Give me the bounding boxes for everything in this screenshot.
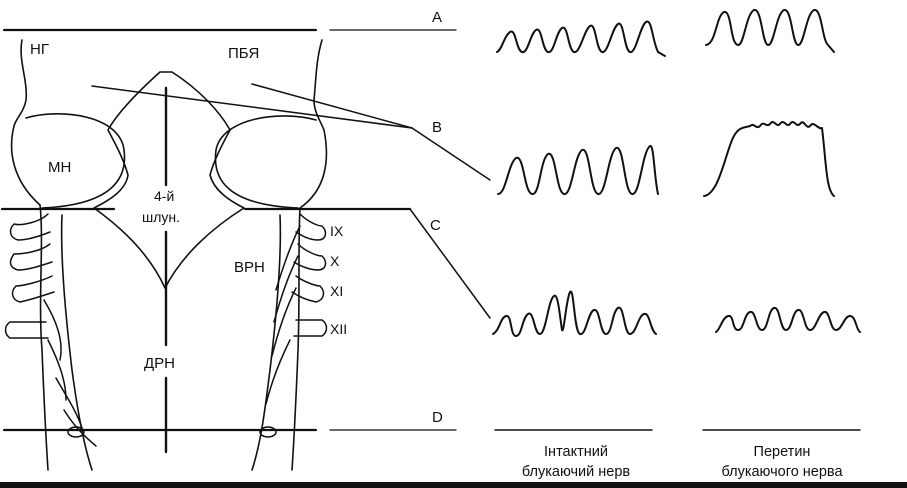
leader-c-to-trace <box>409 208 491 319</box>
label-mn: МН <box>48 159 71 176</box>
level-d-label: D <box>432 409 443 426</box>
right-lobe <box>214 115 317 209</box>
right-ganglion <box>259 426 277 438</box>
left-rootlet-3 <box>55 377 83 429</box>
label-vrn: ВРН <box>234 259 265 276</box>
label-drn: ДРН <box>144 355 175 372</box>
right-rootlet-2 <box>273 255 299 323</box>
leader-lines <box>91 83 491 319</box>
structure-labels: НГ ПБЯ МН 4-й шлун. ВРН ДРН <box>30 41 265 372</box>
right-rootlet-4 <box>265 339 291 405</box>
left-root-ix <box>9 213 51 241</box>
trace-c-intact <box>492 290 657 337</box>
brainstem-outline <box>10 39 328 471</box>
right-nerve-roots <box>259 213 328 438</box>
left-root-x <box>9 243 53 271</box>
inner-left-contour <box>60 214 93 471</box>
nerve-xii-label: XII <box>330 321 347 337</box>
nerve-x-label: X <box>330 253 340 269</box>
right-rootlet-3 <box>271 287 297 357</box>
right-contour <box>291 39 328 471</box>
label-pbya: ПБЯ <box>228 45 259 62</box>
level-lines <box>0 28 861 432</box>
leader-b-to-trace <box>411 127 491 181</box>
trace-a-intact <box>496 20 666 57</box>
left-root-xii <box>4 321 49 339</box>
leader-b-right <box>251 83 413 129</box>
right-rootlet-1 <box>275 225 301 291</box>
right-root-x <box>293 243 327 271</box>
inner-right-contour <box>251 214 282 471</box>
caption-cut-1: Перетин <box>754 444 811 460</box>
right-root-xi <box>291 275 325 303</box>
left-nerve-roots <box>4 213 97 447</box>
trace-c-cut <box>715 307 861 333</box>
bottom-border <box>0 482 907 488</box>
left-rootlet-4 <box>63 409 97 447</box>
captions: Інтактний блукаючий нерв Перетин блукаюч… <box>522 444 844 480</box>
cranial-nerve-labels: IX X XI XII <box>330 223 347 337</box>
trace-b-cut <box>703 121 835 197</box>
level-b-label: B <box>432 119 442 136</box>
left-rootlet-1 <box>43 299 62 361</box>
trace-b-intact <box>497 144 659 196</box>
caption-intact-1: Інтактний <box>544 444 608 460</box>
level-c-label: C <box>430 217 441 234</box>
nerve-ix-label: IX <box>330 223 344 239</box>
level-letters: A B C D <box>430 9 443 426</box>
caption-intact-2: блукаючий нерв <box>522 464 631 480</box>
left-root-xi <box>11 275 55 303</box>
caption-cut-2: блукаючого нерва <box>721 464 843 480</box>
label-ventricle-1: 4-й <box>154 188 174 204</box>
left-ganglion <box>67 426 85 438</box>
left-contour <box>10 39 49 471</box>
level-a-label: A <box>432 9 442 26</box>
label-ventricle-2: шлун. <box>142 209 180 225</box>
nerve-xi-label: XI <box>330 283 343 299</box>
label-ng: НГ <box>30 41 49 58</box>
traces <box>492 9 861 337</box>
trace-a-cut <box>705 9 835 53</box>
right-root-xii <box>293 319 328 337</box>
leader-b-left <box>91 85 413 129</box>
left-lobe <box>25 113 126 209</box>
right-root-ix <box>295 213 327 241</box>
